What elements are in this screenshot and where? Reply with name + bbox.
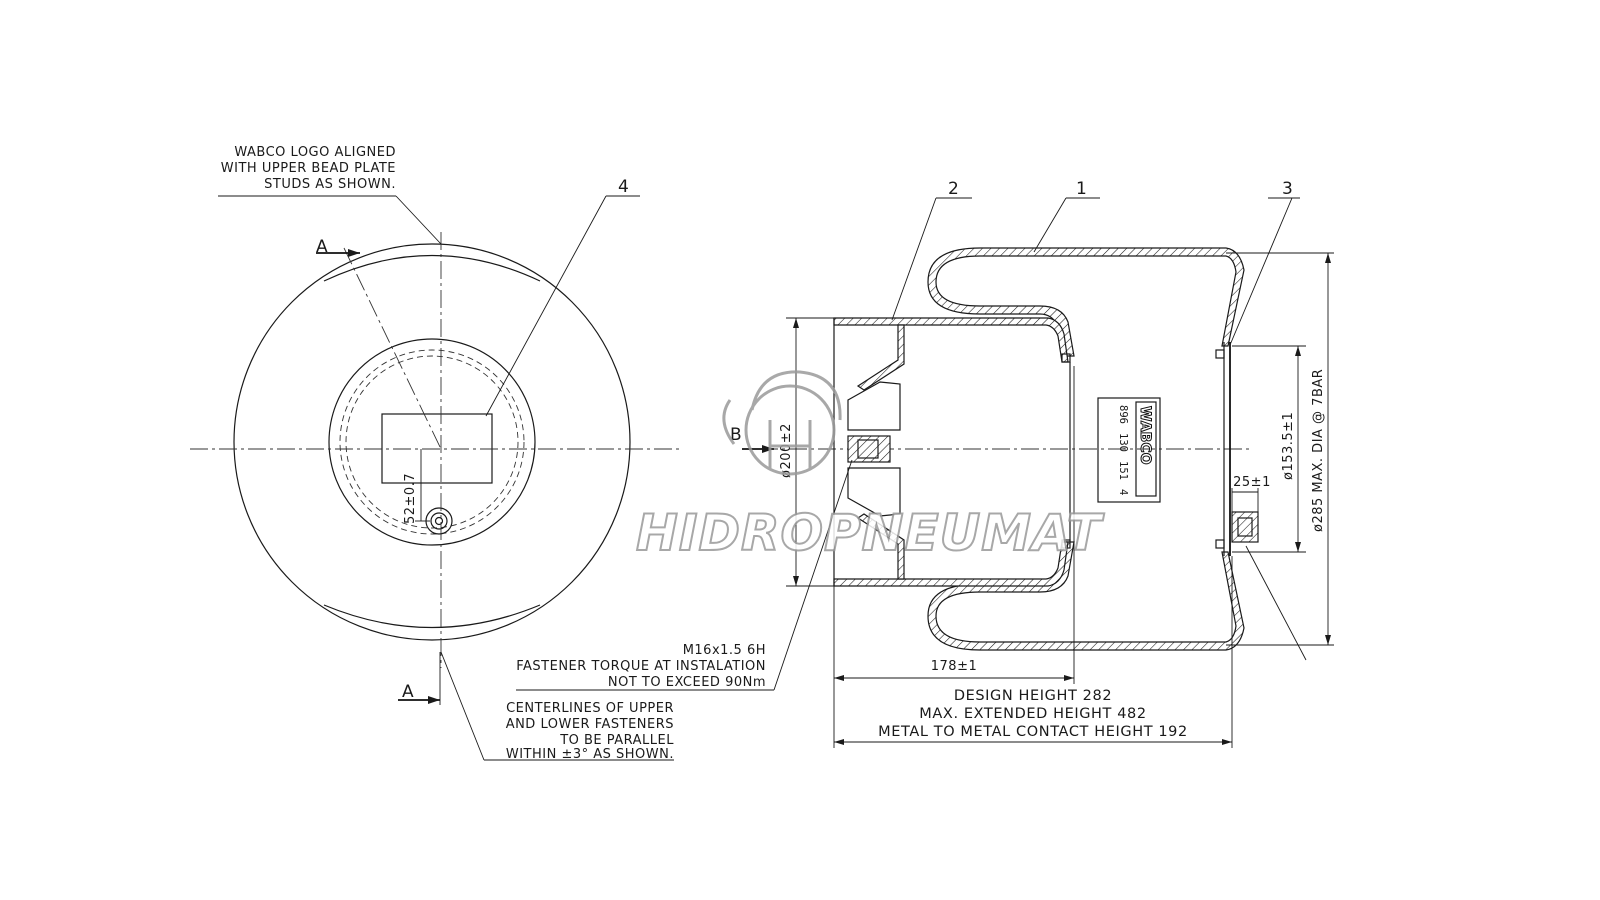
air-fitting-inner xyxy=(434,516,444,526)
fastener-pitch-circle xyxy=(339,349,525,535)
label-plate-line-2: 130 xyxy=(1117,433,1129,452)
dia-285-dimension-text: ø285 MAX. DIA @ 7BAR xyxy=(1311,369,1326,532)
piston-rib-lower xyxy=(856,513,905,580)
centerline-note-line-3: TO BE PARALLEL xyxy=(559,733,674,748)
offset-dimension-text: 52±0.7 xyxy=(403,473,418,524)
logo-note-line-3: STUDS AS SHOWN. xyxy=(264,177,396,192)
fastener-note-line-3: NOT TO EXCEED 90Nm xyxy=(608,675,766,690)
stud-leader xyxy=(1245,545,1307,661)
label-rectangle xyxy=(381,413,493,484)
section-line-a xyxy=(343,247,442,450)
label-plate-line-1: 896 xyxy=(1117,405,1129,424)
callout-4-label: 4 xyxy=(618,177,629,197)
callout-3-leader xyxy=(1229,197,1293,346)
fastener-note-line-1: M16x1.5 6H xyxy=(683,643,766,658)
air-fitting-mid xyxy=(430,512,448,530)
height-178-dimension-text: 178±1 xyxy=(931,659,977,674)
dia-200-dimension-text: ø200±2 xyxy=(779,423,794,478)
callout-4-leader xyxy=(485,195,607,417)
callout-2-leader xyxy=(891,197,937,321)
centerline-note-leader xyxy=(440,651,485,761)
watermark-emblem-icon xyxy=(722,370,842,476)
watermark-text: HIDROPNEUMAT xyxy=(636,504,1105,562)
label-plate xyxy=(1097,397,1161,503)
logo-note-line-2: WITH UPPER BEAD PLATE xyxy=(221,161,396,176)
wabco-logo: WABCO xyxy=(1137,406,1153,465)
section-a-bottom-label: A xyxy=(402,682,414,702)
dia-153-dimension-text: ø153.5±1 xyxy=(1281,412,1296,480)
callout-1-leader xyxy=(1033,197,1067,253)
max-extended-height-text: MAX. EXTENDED HEIGHT 482 xyxy=(919,706,1146,722)
callout-1-label: 1 xyxy=(1076,179,1087,199)
bead-plate-circle xyxy=(328,338,536,546)
outer-circle xyxy=(233,243,631,641)
centerline-note-line-4: WITHIN ±3° AS SHOWN. xyxy=(506,747,674,762)
section-a-top-label: A xyxy=(316,237,328,257)
offset-25-dimension-text: 25±1 xyxy=(1233,475,1271,490)
label-plate-line-4: 4 xyxy=(1117,489,1129,495)
piston-rib-upper xyxy=(856,324,905,391)
fastener-note-leader xyxy=(773,459,853,691)
design-height-text: DESIGN HEIGHT 282 xyxy=(954,688,1112,704)
logo-note-leader xyxy=(395,195,442,245)
bead-plate-stud xyxy=(1231,511,1259,543)
callout-2-label: 2 xyxy=(948,179,959,199)
metal-contact-height-text: METAL TO METAL CONTACT HEIGHT 192 xyxy=(878,724,1188,740)
section-view: 896 130 151 4 WABCO B ø200±2 2 1 3 M16x1… xyxy=(516,179,1334,748)
inner-hidden-circle xyxy=(345,355,519,529)
section-b-label: B xyxy=(730,425,742,445)
watermark: HIDROPNEUMAT xyxy=(635,370,1105,563)
logo-note-line-1: WABCO LOGO ALIGNED xyxy=(234,145,396,160)
top-tab xyxy=(323,254,541,282)
callout-3-label: 3 xyxy=(1282,179,1293,199)
fastener-note-line-2: FASTENER TORQUE AT INSTALATION xyxy=(516,659,766,674)
bellows-rubber-wall xyxy=(927,247,1245,357)
label-plate-line-3: 151 xyxy=(1117,461,1129,480)
bottom-tab xyxy=(323,604,541,629)
top-view: 52±0.7 A A WABCO LOGO ALIGNED WITH UPPER… xyxy=(190,145,680,762)
centerline-note-line-1: CENTERLINES OF UPPER xyxy=(506,701,674,716)
piston-top-wall xyxy=(833,317,1069,363)
centerline-note-line-2: AND LOWER FASTENERS xyxy=(506,717,674,732)
